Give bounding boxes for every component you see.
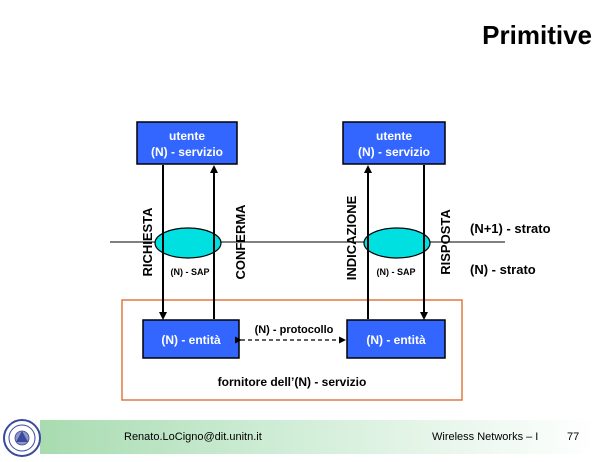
entity-right-label: (N) - entità — [366, 333, 426, 347]
user-right-line1: utente — [376, 129, 412, 143]
layer-lower-label: (N) - strato — [470, 262, 536, 277]
footer-bar: Renato.LoCigno@dit.unitn.it Wireless Net… — [40, 420, 596, 454]
protocol-label: (N) - protocollo — [255, 324, 334, 336]
user-left-line1: utente — [169, 129, 205, 143]
layer-upper-label: (N+1) - strato — [470, 221, 551, 236]
sap-ellipse-left — [154, 227, 222, 259]
footer-email: Renato.LoCigno@dit.unitn.it — [124, 431, 262, 443]
service-provider-box — [121, 299, 463, 401]
footer-course: Wireless Networks – I — [432, 431, 539, 443]
entity-box-left: (N) - entità — [142, 319, 240, 359]
provider-label: fornitore dell’(N) - servizio — [218, 375, 367, 389]
footer-page-number: 77 — [567, 431, 580, 443]
user-box-right: utente (N) - servizio — [342, 121, 446, 165]
primitive-response-label: RISPOSTA — [438, 209, 453, 275]
primitive-request-label: RICHIESTA — [140, 207, 155, 277]
slide-title: Primitive — [482, 20, 592, 50]
entity-left-label: (N) - entità — [161, 333, 221, 347]
university-seal-icon — [3, 419, 41, 457]
sap-label-right: (N) - SAP — [377, 267, 416, 277]
primitive-confirm-label: CONFERMA — [233, 204, 248, 280]
sap-label-left: (N) - SAP — [171, 267, 210, 277]
entity-box-right: (N) - entità — [346, 319, 446, 359]
sap-ellipse-right — [363, 227, 431, 259]
user-right-line2: (N) - servizio — [358, 145, 430, 159]
user-box-left: utente (N) - servizio — [136, 121, 238, 165]
primitive-indication-label: INDICAZIONE — [344, 195, 359, 280]
user-left-line2: (N) - servizio — [151, 145, 223, 159]
